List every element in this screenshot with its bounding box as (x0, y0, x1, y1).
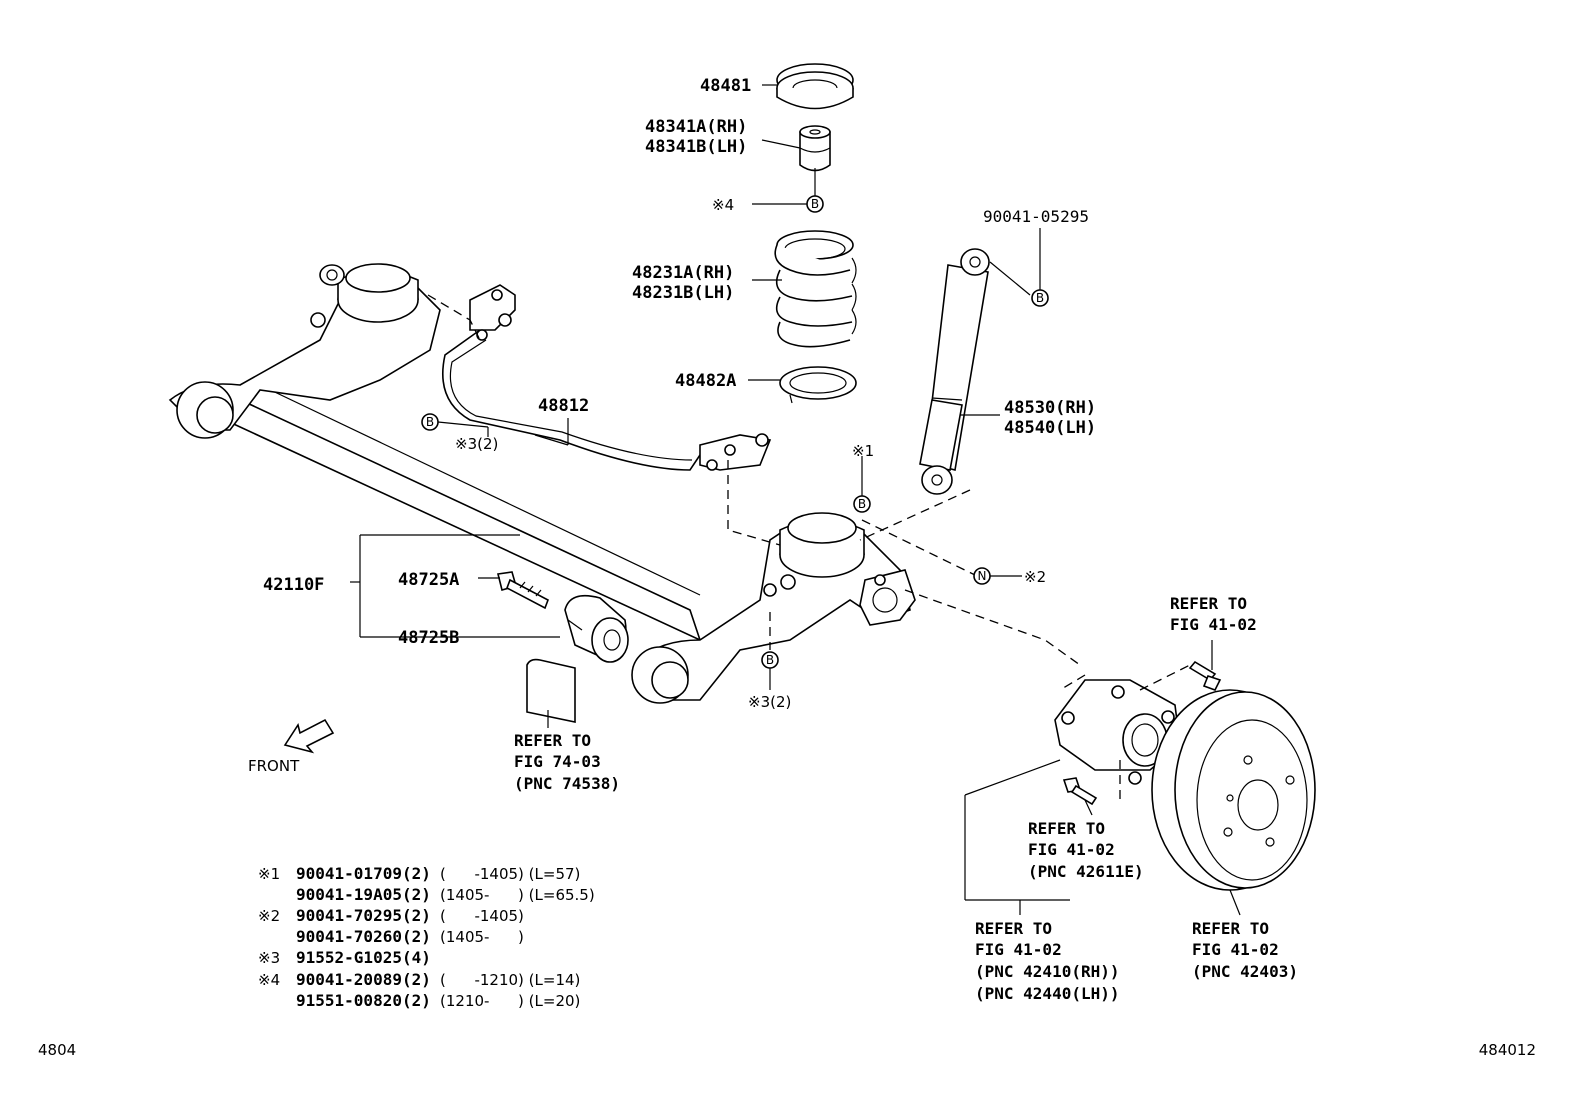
note-mark: ※1 (258, 865, 280, 883)
note-detail: ( -1405) (L=57) (440, 865, 580, 883)
svg-text:N: N (978, 569, 987, 583)
reference-hub: REFER TO FIG 41-02 (PNC 42410(RH)) (PNC … (975, 919, 1120, 1003)
svg-text:(PNC 42440(LH)): (PNC 42440(LH)) (975, 984, 1120, 1003)
label-48341a: 48341A(RH) (645, 117, 747, 137)
circle-marker-n: N (973, 567, 991, 585)
note-mark: ※4 (258, 971, 280, 989)
svg-text:REFER TO: REFER TO (975, 919, 1052, 938)
bushing-48725b (564, 594, 629, 663)
note-part: 91552-G1025(4) (296, 948, 431, 967)
svg-text:B: B (426, 415, 434, 429)
svg-text:B: B (858, 497, 866, 511)
reference-42611e: REFER TO FIG 41-02 (PNC 42611E) (1028, 819, 1144, 881)
svg-text:B: B (1036, 291, 1044, 305)
label-48725b: 48725B (398, 628, 459, 648)
label-48540: 48540(LH) (1004, 418, 1096, 438)
reference-bolt: REFER TO FIG 41-02 (1170, 594, 1257, 634)
svg-text:(PNC 42611E): (PNC 42611E) (1028, 862, 1144, 881)
stabilizer-bar (441, 284, 772, 471)
circle-marker-b-top: B (806, 195, 824, 213)
circle-marker-b-left: B (421, 413, 439, 431)
reference-74-03: REFER TO FIG 74-03 (PNC 74538) (514, 731, 620, 793)
note-detail: (1210- ) (L=20) (440, 992, 580, 1010)
marker-3-bottom: ※3(2) (748, 693, 791, 711)
marker-2: ※2 (1024, 568, 1046, 586)
circle-marker-b-shock: B (1031, 289, 1049, 307)
note-part: 90041-70260(2) (296, 927, 431, 946)
footer-right-code: 484012 (1479, 1041, 1536, 1059)
label-48482a: 48482A (675, 371, 736, 391)
note-detail: ( -1405) (440, 907, 524, 925)
svg-text:FIG 41-02: FIG 41-02 (1028, 840, 1115, 859)
bound-stopper (799, 125, 831, 172)
svg-text:(PNC 42410(RH)): (PNC 42410(RH)) (975, 962, 1120, 981)
label-48231b: 48231B(LH) (632, 283, 734, 303)
svg-text:B: B (766, 653, 774, 667)
hub-bolt-lower (1062, 777, 1098, 806)
hub-bolt-top (1188, 660, 1222, 691)
front-arrow-icon (283, 718, 335, 754)
svg-text:REFER TO: REFER TO (1028, 819, 1105, 838)
label-48530: 48530(RH) (1004, 398, 1096, 418)
label-42110f: 42110F (263, 575, 324, 595)
front-label: FRONT (248, 757, 300, 775)
svg-text:REFER TO: REFER TO (514, 731, 591, 750)
svg-text:(PNC 42403): (PNC 42403) (1192, 962, 1298, 981)
label-48725a: 48725A (398, 570, 459, 590)
svg-text:(PNC 74538): (PNC 74538) (514, 774, 620, 793)
label-48812: 48812 (538, 396, 589, 416)
label-48481: 48481 (700, 76, 751, 96)
note-part: 90041-19A05(2) (296, 885, 431, 904)
label-48341b: 48341B(LH) (645, 137, 747, 157)
circle-marker-b-mid: B (853, 495, 871, 513)
note-detail: (1405- ) (L=65.5) (440, 886, 595, 904)
note-part: 90041-01709(2) (296, 864, 431, 883)
note-part: 90041-70295(2) (296, 906, 431, 925)
marker-1: ※1 (852, 442, 874, 460)
note-part: 91551-00820(2) (296, 991, 431, 1010)
notes-table: ※1 90041-01709(2) ( -1405) (L=57) 90041-… (258, 864, 595, 1010)
svg-text:REFER TO: REFER TO (1192, 919, 1269, 938)
shock-absorber (919, 248, 990, 495)
bolt-48725a (497, 571, 549, 610)
rear-hub (1054, 679, 1181, 785)
footer-left-code: 4804 (38, 1041, 76, 1059)
upper-spring-seat (776, 63, 854, 110)
lower-spring-seat (779, 366, 857, 404)
axle-beam (168, 263, 916, 704)
reference-drum: REFER TO FIG 41-02 (PNC 42403) (1192, 919, 1298, 981)
label-90041-05295: 90041-05295 (983, 207, 1089, 226)
label-48231a: 48231A(RH) (632, 263, 734, 283)
circle-marker-b-bottom: B (761, 651, 779, 669)
note-detail: (1405- ) (440, 928, 524, 946)
brake-drum (1151, 689, 1316, 891)
svg-text:FIG 41-02: FIG 41-02 (1192, 940, 1279, 959)
note-mark: ※3 (258, 949, 280, 967)
svg-text:REFER TO: REFER TO (1170, 594, 1247, 613)
svg-text:FIG 74-03: FIG 74-03 (514, 752, 601, 771)
coil-spring (774, 230, 857, 348)
svg-text:FIG 41-02: FIG 41-02 (1170, 615, 1257, 634)
note-part: 90041-20089(2) (296, 970, 431, 989)
marker-3-top: ※3(2) (455, 435, 498, 453)
leader-lines (350, 84, 1241, 916)
svg-text:FIG 41-02: FIG 41-02 (975, 940, 1062, 959)
marker-4: ※4 (712, 196, 734, 214)
note-detail: ( -1210) (L=14) (440, 971, 580, 989)
refer-box (526, 658, 576, 728)
svg-text:B: B (811, 197, 819, 211)
dashed-guide-lines (427, 294, 1191, 800)
note-mark: ※2 (258, 907, 280, 925)
